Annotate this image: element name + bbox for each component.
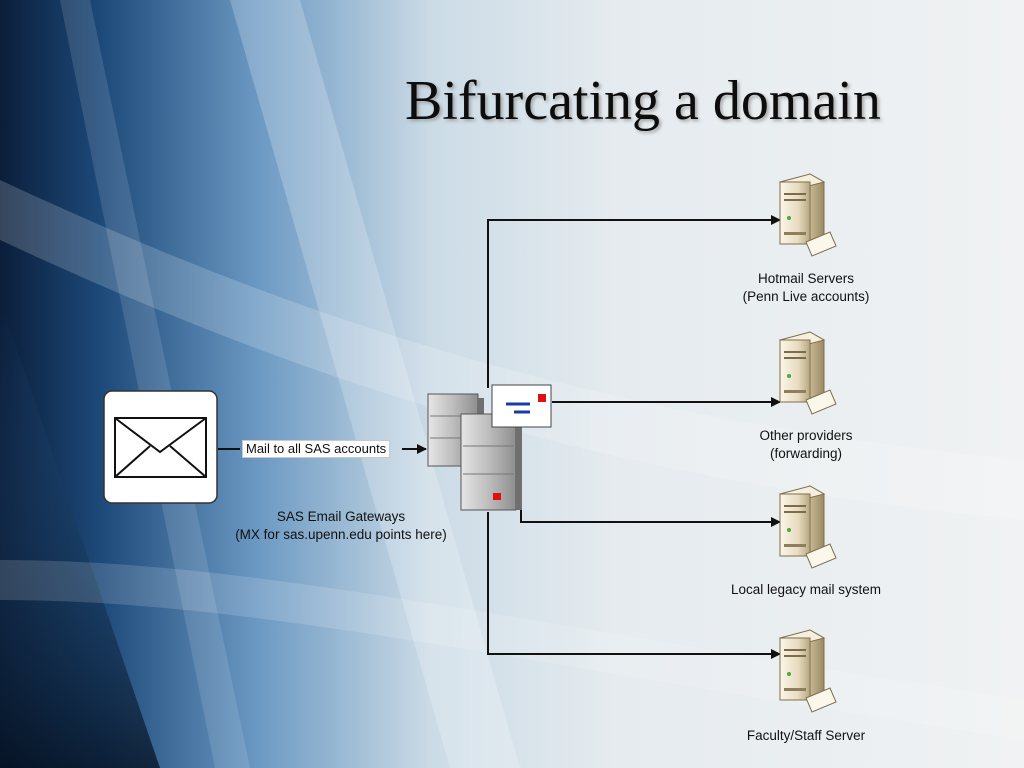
- envelope-icon: [103, 390, 218, 504]
- destination-label-line2: (forwarding): [769, 446, 843, 461]
- gateway-status-light: [493, 493, 501, 500]
- destination-label-line1: Hotmail Servers: [757, 271, 855, 286]
- gateway-label: SAS Email Gateways (MX for sas.upenn.edu…: [225, 508, 457, 544]
- destination-label-other-providers: Other providers (forwarding): [700, 427, 912, 463]
- server-icon: [778, 629, 837, 713]
- destination-label-line1: Other providers: [759, 428, 853, 443]
- connector-faculty: [487, 512, 781, 659]
- server-icon: [778, 485, 837, 569]
- gateway-label-line2: (MX for sas.upenn.edu points here): [235, 527, 447, 542]
- destination-label-hotmail: Hotmail Servers (Penn Live accounts): [700, 270, 912, 306]
- gateway-server-icon: [427, 393, 522, 511]
- slide-title: Bifurcating a domain: [405, 70, 881, 132]
- message-icon: [491, 384, 552, 428]
- destination-label-line2: (Penn Live accounts): [742, 289, 870, 304]
- connectors: [218, 215, 781, 659]
- arrow-label: Mail to all SAS accounts: [242, 440, 391, 458]
- connector-legacy: [520, 506, 781, 527]
- gateway-label-line1: SAS Email Gateways: [276, 509, 406, 524]
- server-icon: [778, 173, 837, 257]
- connector-hotmail: [487, 215, 781, 388]
- destination-label-faculty: Faculty/Staff Server: [700, 727, 912, 745]
- destination-label-legacy: Local legacy mail system: [700, 581, 912, 599]
- server-icon: [778, 331, 837, 415]
- destination-label-line1: Local legacy mail system: [730, 582, 882, 597]
- destination-label-line1: Faculty/Staff Server: [746, 728, 866, 743]
